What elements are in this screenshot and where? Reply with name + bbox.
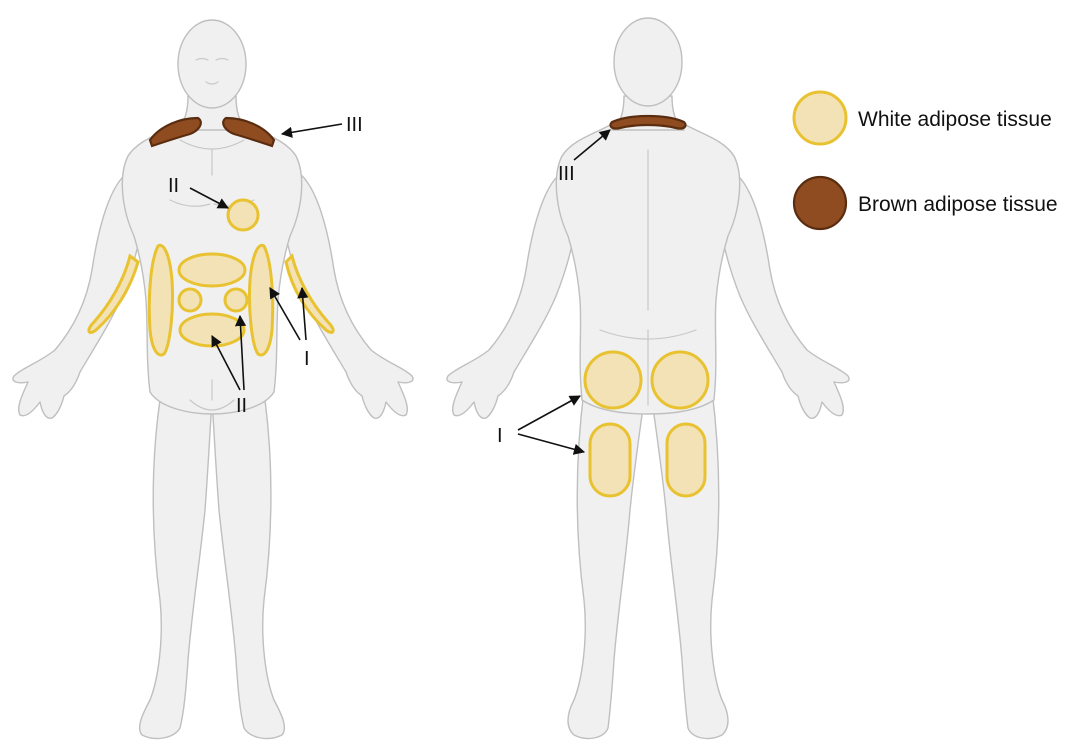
front-right-leg [212,400,284,739]
label-front-ii-chest: II [168,175,179,197]
label-back-iii: III [558,163,575,185]
back-white-buttock-right [652,352,708,408]
front-white-flank-left [149,245,172,355]
back-white-thigh-left [590,424,630,496]
front-white-flank-right [249,245,272,355]
front-left-leg [140,400,212,739]
legend-white-label: White adipose tissue [858,108,1052,131]
back-white-thigh-right [667,424,705,496]
front-white-abdomen-lower [180,314,244,346]
arrow-back-i-thigh [518,434,584,452]
front-white-abdomen-left [179,289,201,311]
label-front-iii: III [346,114,363,136]
arrow-front-iii [282,124,342,134]
legend-white-swatch [794,92,846,144]
label-front-i: I [304,348,310,370]
label-back-i: I [497,425,503,447]
back-left-arm [447,170,574,418]
legend: White adipose tissue Brown adipose tissu… [794,92,1058,229]
front-white-abdomen-right [225,289,247,311]
label-front-ii-abdomen: II [236,395,247,417]
legend-brown-swatch [794,177,846,229]
front-white-chest [228,200,258,230]
front-head [178,20,246,108]
back-white-buttock-left [585,352,641,408]
back-head [614,18,682,106]
front-white-abdomen-upper [179,254,245,286]
legend-brown-label: Brown adipose tissue [858,193,1058,216]
arrow-back-i-buttock [518,396,580,430]
